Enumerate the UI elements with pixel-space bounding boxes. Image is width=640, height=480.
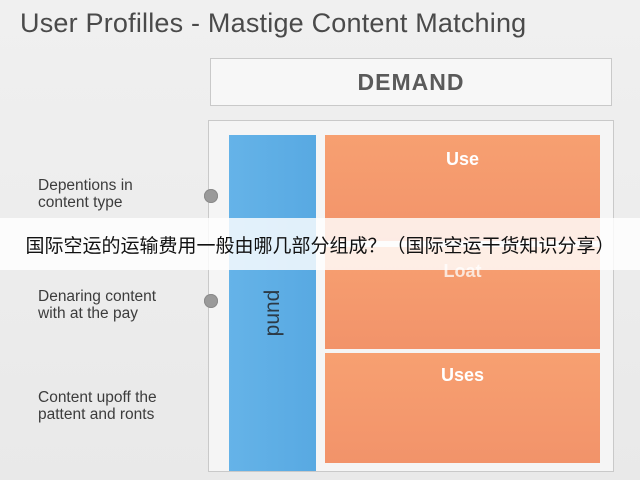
row-label-1: Depentions in content type — [38, 177, 133, 211]
page-title: User Profilles - Mastige Content Matchin… — [20, 8, 527, 38]
row-label-2-line-1: Denaring content — [38, 288, 157, 305]
overlay-banner-text: 国际空运的运输费用一般由哪几部分组成？（国际空运干货知识分享） — [25, 235, 615, 257]
orange-cell-3: Uses — [325, 353, 600, 463]
demand-header-label: DEMAND — [357, 68, 465, 95]
connector-dot-icon — [204, 189, 218, 203]
row-label-2-line-2: with at the pay — [38, 305, 138, 322]
row-label-3: Content upoff the pattent and ronts — [38, 389, 157, 423]
row-label-1-line-1: Depentions in — [38, 177, 133, 194]
matrix-frame: pund Use Loat Uses — [208, 120, 614, 472]
row-label-2: Denaring content with at the pay — [38, 288, 156, 322]
row-label-1-line-2: content type — [38, 194, 123, 211]
orange-cell-1-label: Use — [445, 149, 480, 169]
row-label-3-line-1: Content upoff the — [38, 389, 157, 406]
row-label-3-line-2: pattent and ronts — [38, 406, 155, 423]
overlay-banner: 国际空运的运输费用一般由哪几部分组成？（国际空运干货知识分享） — [0, 218, 640, 270]
demand-header: DEMAND — [210, 58, 612, 106]
orange-cell-3-label: Uses — [440, 365, 485, 385]
connector-dot-icon — [204, 294, 218, 308]
supply-column: pund — [229, 135, 316, 471]
supply-column-label: pund — [260, 289, 284, 337]
